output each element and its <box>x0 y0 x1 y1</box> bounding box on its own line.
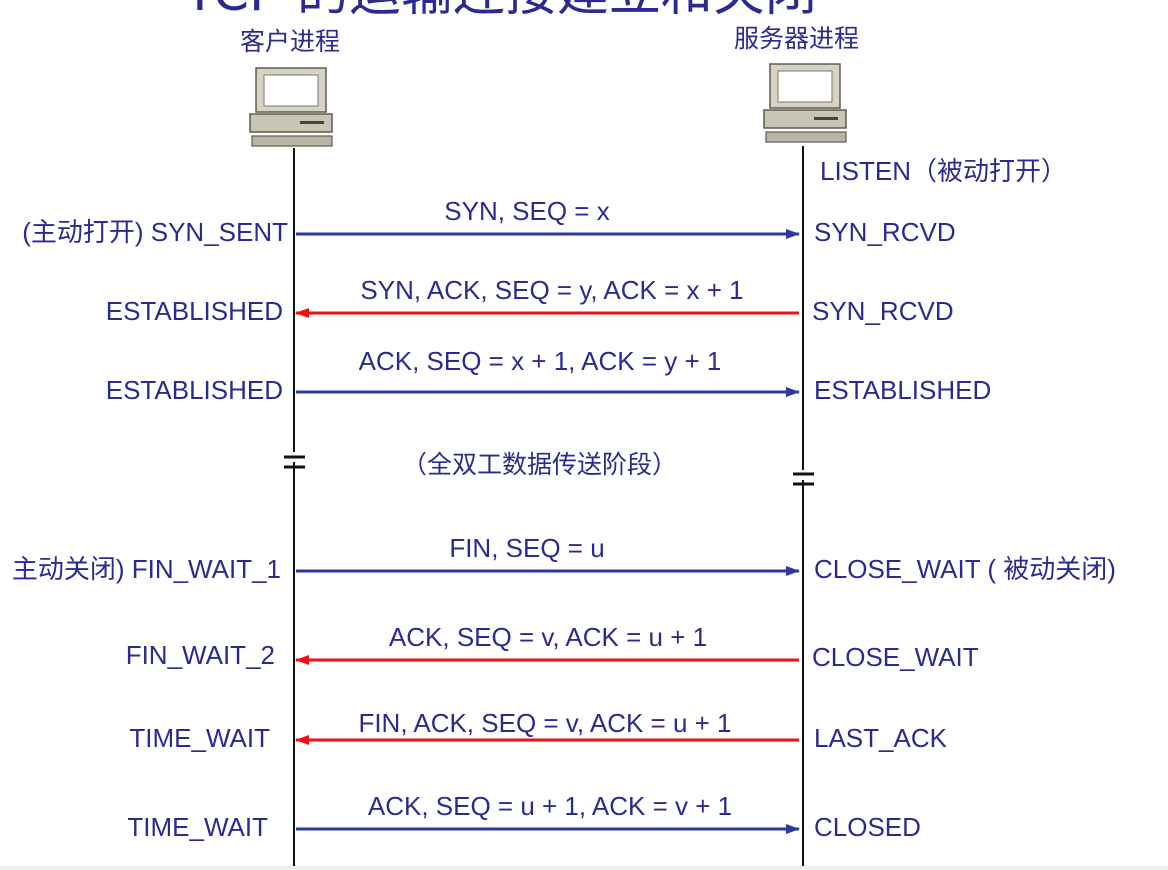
message-label: SYN, ACK, SEQ = y, ACK = x + 1 <box>360 275 743 305</box>
server-computer-icon <box>763 63 847 143</box>
message-label: ACK, SEQ = v, ACK = u + 1 <box>389 622 707 652</box>
client-state-label: TIME_WAIT <box>127 812 268 842</box>
server-state-label: ESTABLISHED <box>814 375 991 405</box>
client-state-label: FIN_WAIT_2 <box>126 640 275 670</box>
server-break-mark <box>792 470 814 486</box>
message-fin-ack: ACK, SEQ = v, ACK = u + 1 FIN_WAIT_2 CLO… <box>126 622 979 672</box>
server-state-label: CLOSE_WAIT <box>812 642 979 672</box>
message-label: FIN, SEQ = u <box>449 533 604 563</box>
client-state-label: TIME_WAIT <box>129 723 270 753</box>
message-syn-ack: SYN, ACK, SEQ = y, ACK = x + 1 ESTABLISH… <box>106 275 954 326</box>
server-state-label: SYN_RCVD <box>812 296 954 326</box>
message-label: FIN, ACK, SEQ = v, ACK = u + 1 <box>358 708 731 738</box>
message-label: ACK, SEQ = x + 1, ACK = y + 1 <box>359 346 722 376</box>
server-initial-state: LISTEN（被动打开） <box>820 156 1067 186</box>
client-state-label: 主动关闭) FIN_WAIT_1 <box>12 554 281 584</box>
server-state-label: CLOSE_WAIT ( 被动关闭) <box>814 554 1116 584</box>
message-final-ack: ACK, SEQ = u + 1, ACK = v + 1 TIME_WAIT … <box>127 791 921 842</box>
message-ack: ACK, SEQ = x + 1, ACK = y + 1 ESTABLISHE… <box>106 346 992 405</box>
message-label: ACK, SEQ = u + 1, ACK = v + 1 <box>368 791 732 821</box>
client-process-label: 客户进程 <box>240 27 340 56</box>
client-state-label: ESTABLISHED <box>106 296 283 326</box>
data-transfer-phase-label: （全双工数据传送阶段） <box>402 450 677 479</box>
server-state-label: SYN_RCVD <box>814 217 956 247</box>
client-state-label: ESTABLISHED <box>106 375 283 405</box>
page-title: TCP 的运输连接建立和关闭 <box>183 0 817 23</box>
message-fin: FIN, SEQ = u 主动关闭) FIN_WAIT_1 CLOSE_WAIT… <box>12 533 1116 584</box>
message-syn: SYN, SEQ = x (主动打开) SYN_SENT SYN_RCVD <box>22 196 955 247</box>
message-label: SYN, SEQ = x <box>444 196 609 226</box>
client-computer-icon <box>249 67 333 147</box>
server-state-label: CLOSED <box>814 812 921 842</box>
bottom-edge <box>0 866 1168 870</box>
client-break-mark <box>283 452 305 469</box>
client-state-label: (主动打开) SYN_SENT <box>22 217 288 247</box>
server-state-label: LAST_ACK <box>814 723 948 753</box>
message-server-fin: FIN, ACK, SEQ = v, ACK = u + 1 TIME_WAIT… <box>129 708 947 753</box>
server-process-label: 服务器进程 <box>734 24 859 53</box>
